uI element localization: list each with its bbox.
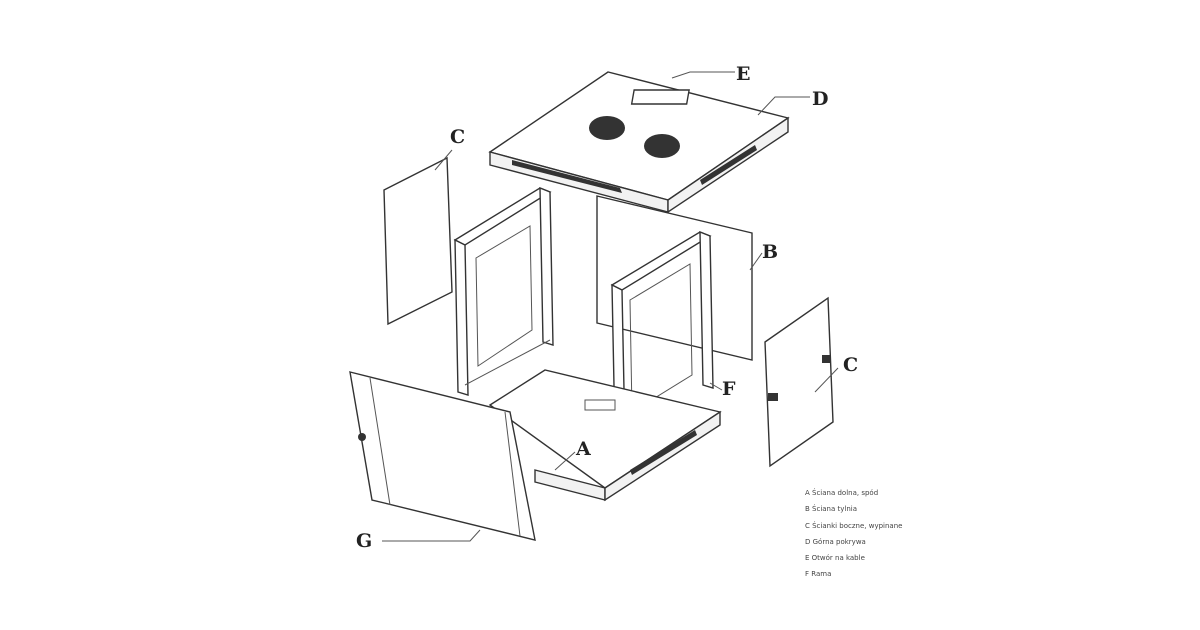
- frame-left: [453, 186, 554, 396]
- callout-d: D: [812, 88, 829, 110]
- legend-item: B Ściana tylnia: [805, 505, 858, 514]
- callout-c-left: C: [450, 126, 466, 148]
- callout-g: G: [356, 530, 373, 552]
- callout-b: B: [762, 241, 779, 263]
- left-side-panel: [383, 156, 453, 326]
- top-cover: [488, 71, 790, 214]
- legend-item: E Otwór na kable: [805, 554, 865, 563]
- bottom-panel: [488, 369, 722, 502]
- legend: A Ściana dolna, spód B Ściana tylnia C Ś…: [805, 489, 902, 587]
- legend-item: A Ściana dolna, spód: [805, 489, 879, 497]
- legend-item: C Ścianki boczne, wypinane: [805, 521, 903, 530]
- right-side-panel: [764, 296, 834, 468]
- callout-c-right: C: [843, 354, 859, 376]
- callout-e: E: [736, 63, 751, 85]
- leader-lines: [382, 71, 839, 542]
- front-door: [349, 371, 536, 541]
- legend-item: F Rama: [805, 570, 832, 579]
- callout-f: F: [722, 378, 736, 400]
- back-wall: [596, 195, 753, 361]
- legend-item: D Górna pokrywa: [805, 537, 866, 546]
- callout-a: A: [576, 438, 591, 460]
